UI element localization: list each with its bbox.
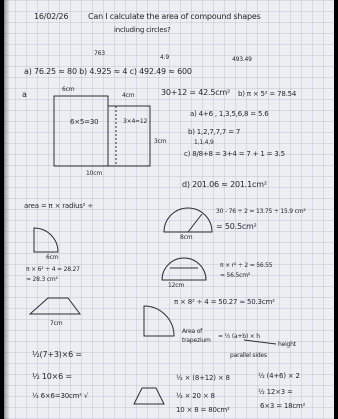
bottom-l2: ½ 10×6 =: [32, 372, 72, 381]
bottom-m1: ½ × (8+12) × 8: [176, 374, 230, 382]
inner-right-calc: 3×4=12: [123, 118, 148, 125]
trap-parallel: parallel sides: [230, 352, 267, 359]
quarter-dim: 6cm: [46, 254, 59, 261]
q2-c2: c) 8/8+8 = 3+4 = 7 + 1 = 3.5: [184, 150, 285, 158]
circle-b: b) π × 5² = 78.54: [238, 90, 297, 98]
bottom-r3: 6×3 = 18cm²: [260, 402, 306, 410]
trap-label-2: trapezium: [182, 337, 211, 344]
bottom-r2: ½ 12×3 =: [258, 388, 293, 396]
semi-result: = 50.5cm²: [216, 222, 257, 231]
q2-b2-sub: 1,1,4,9: [194, 139, 214, 146]
q2-d2: d) 201.06 ≈ 201.1cm²: [182, 180, 267, 189]
quarter-circle-2: [143, 305, 175, 337]
dim-6cm: 6cm: [62, 86, 75, 93]
quarter-circle: [33, 227, 59, 253]
trap-label-1: Area of: [182, 328, 203, 335]
semicircle-2: [161, 257, 207, 281]
semi2-result: ≈ 56.5cm²: [220, 272, 251, 279]
q2-a2: a) 4+6 , 1,3,5,6,8 = 5.6: [190, 110, 269, 118]
title-line-1: Can I calculate the area of compound sha…: [88, 12, 261, 21]
quarter-calc-2: ≈ 28.3 cm²: [26, 276, 58, 283]
semi2-dim: 12cm: [168, 282, 184, 289]
compound-shape: [53, 95, 151, 167]
trap-formula: = ½ (a+b) × h: [218, 333, 260, 340]
sum-calc: 30+12 = 42.5cm²: [161, 88, 231, 97]
trapezium-2: [133, 387, 165, 405]
semi-dim: 8cm: [180, 234, 193, 241]
bottom-m3: 10 × 8 = 80cm²: [176, 406, 230, 414]
semicircle-1: [163, 207, 213, 233]
trap-dim: 7cm: [50, 320, 63, 327]
q2-b2: b) 1,2,7,7,7 = 7: [188, 128, 241, 136]
date: 16/02/26: [34, 12, 69, 21]
circle-formula: area = π × radius² ÷: [24, 202, 93, 210]
semi1-radius: [187, 213, 203, 233]
sketches: [28, 95, 277, 405]
arrow-height: [243, 339, 277, 345]
dim-4cm: 4cm: [122, 92, 135, 99]
trapezium: [28, 297, 81, 315]
semi2-calc: π × r² ÷ 2 = 56.55: [220, 262, 273, 269]
title-line-2: including circles?: [114, 26, 171, 34]
notebook-page: 16/02/26 Can I calculate the area of com…: [4, 0, 334, 419]
q2-label: a: [22, 90, 27, 99]
q1-answers: a) 76.25 ≈ 80 b) 4.925 ≈ 4 c) 492.49 ≈ 6…: [24, 67, 192, 76]
bottom-r1: ½ (4+6) × 2: [258, 372, 300, 380]
semi-calc: 30 - 76 ÷ 2 = 13.75 ÷ 15.9 cm²: [216, 208, 306, 215]
bottom-m2: ½ × 20 × 8: [176, 392, 215, 400]
dim-10cm: 10cm: [86, 170, 102, 177]
quarter-calc: π × 6² ÷ 4 = 28.27: [26, 266, 80, 273]
bottom-l3: ½ 6×6=30cm² √: [32, 392, 89, 400]
inner-left-calc: 6×5=30: [70, 118, 99, 126]
final-calc: π × 8² ÷ 4 = 50.27 ≈ 50.3cm²: [174, 298, 275, 306]
note-49349: 493.49: [232, 56, 252, 63]
dim-3cm: 3cm: [154, 138, 167, 145]
page-shadow: [4, 0, 10, 419]
note-763: 763: [94, 50, 105, 57]
note-49: 4.9: [160, 54, 169, 61]
trap-height: height: [278, 341, 296, 348]
bottom-l1: ½(7+3)×6 =: [32, 350, 82, 359]
